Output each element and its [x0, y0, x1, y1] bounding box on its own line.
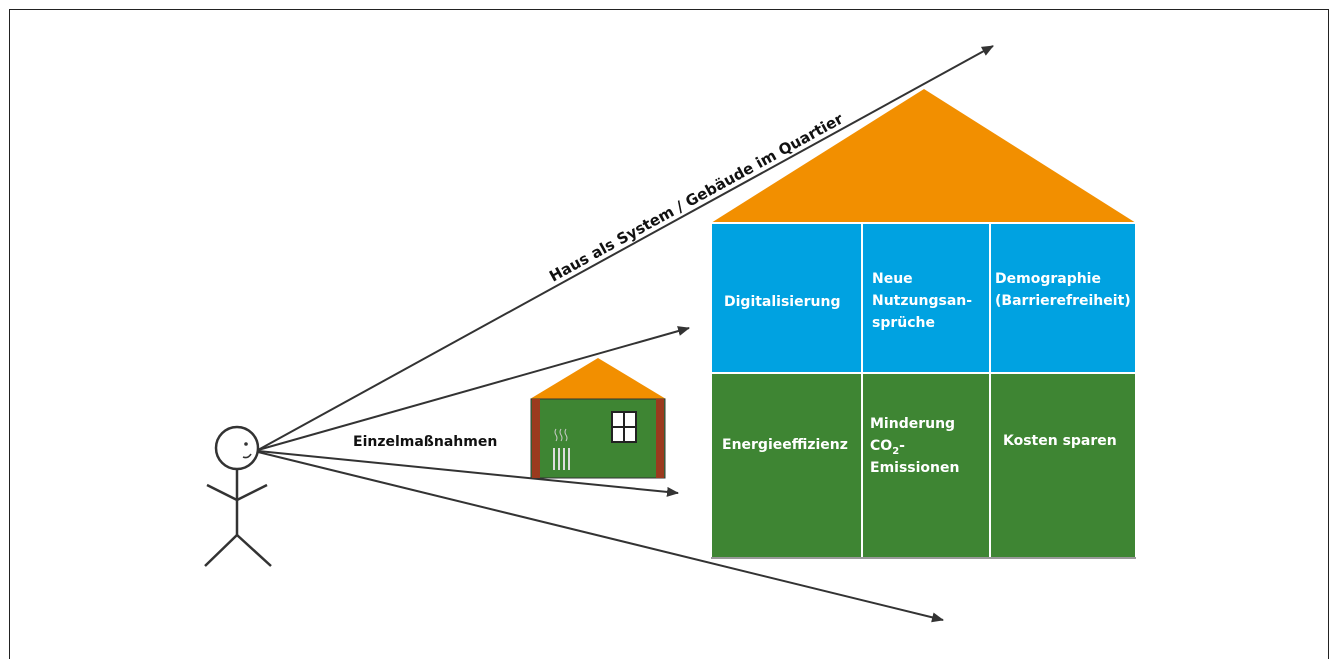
figure-arm-left — [206, 483, 238, 502]
cell-minderung — [861, 372, 991, 559]
diagram-frame — [9, 9, 1329, 659]
small-house-wall-right — [656, 399, 664, 478]
large-house: Digitalisierung Neue Nutzungsan- sprüche… — [710, 89, 1137, 559]
figure-leg-left — [204, 534, 238, 567]
figure-leg-right — [236, 534, 272, 567]
text-nutzung-2: Nutzungsan- — [872, 293, 972, 309]
figure-smile — [242, 453, 252, 459]
text-minderung-1: Minderung — [870, 416, 955, 432]
text-co-subscript: 2 — [892, 446, 899, 457]
small-house-wall-left — [532, 399, 540, 478]
radiator-icon — [553, 448, 570, 470]
stick-figure — [204, 425, 272, 567]
figure-arm-right — [236, 483, 268, 502]
large-house-roof — [711, 89, 1136, 223]
window-icon — [611, 411, 637, 443]
text-digitalisierung: Digitalisierung — [724, 294, 840, 310]
small-house-body — [530, 398, 666, 479]
arrow-bottom — [257, 451, 944, 623]
text-minderung-2: CO2- — [870, 438, 905, 457]
cell-kosten — [989, 372, 1137, 559]
small-house-roof — [530, 358, 666, 399]
text-energieeffizienz: Energieeffizienz — [722, 437, 848, 453]
text-demographie-2: (Barrierefreiheit) — [995, 293, 1131, 309]
text-co-dash: - — [899, 438, 905, 454]
text-co: CO — [870, 438, 892, 454]
heat-waves-icon — [554, 428, 568, 442]
label-einzelmassnahmen: Einzelmaßnahmen — [353, 434, 497, 450]
cell-energieeffizienz — [710, 372, 863, 559]
arrow-upper — [257, 326, 690, 451]
text-kosten: Kosten sparen — [1003, 433, 1117, 449]
small-house — [530, 358, 666, 479]
text-nutzung-1: Neue — [872, 271, 913, 287]
text-nutzung-3: sprüche — [872, 315, 935, 331]
figure-eye — [244, 442, 248, 446]
text-minderung-3: Emissionen — [870, 460, 959, 476]
arrow-lower — [257, 450, 679, 497]
figure-head — [214, 425, 260, 471]
text-demographie-1: Demographie — [995, 271, 1101, 287]
cell-demographie — [989, 222, 1137, 374]
arrow-system — [257, 45, 994, 451]
